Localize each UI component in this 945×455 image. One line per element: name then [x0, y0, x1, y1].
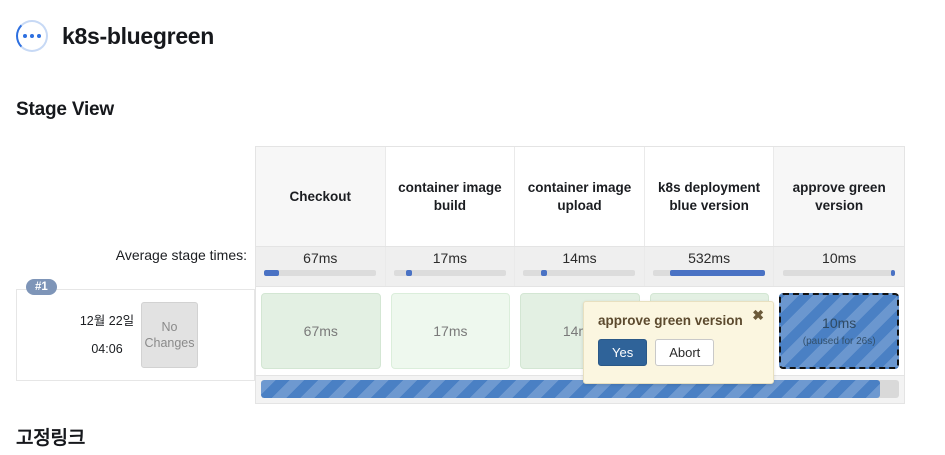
build-date: 12월 22일 — [79, 313, 135, 328]
in-progress-dots-icon — [16, 20, 48, 52]
stage-average-2: 14ms — [515, 247, 645, 286]
stage-header-4: approve green version — [774, 147, 904, 246]
stage-view-heading: Stage View — [16, 99, 114, 120]
average-stage-times-row: Average stage times: — [0, 247, 247, 271]
permalink-heading: 고정링크 — [16, 428, 86, 449]
build-info-panel[interactable]: #1 12월 22일 04:06 No Changes — [16, 279, 255, 381]
stage-average-bar-0 — [264, 270, 377, 276]
build-time: 04:06 — [91, 341, 123, 356]
stage-cell-0[interactable]: 67ms — [256, 293, 386, 369]
stage-average-1: 17ms — [385, 247, 516, 286]
build-progress-bar — [261, 380, 899, 398]
stage-average-bar-2 — [523, 270, 636, 276]
page-title: k8s-bluegreen — [62, 22, 215, 49]
stage-average-0: 67ms — [256, 247, 386, 286]
close-x-icon[interactable]: ✖ — [752, 307, 764, 323]
stage-average-time-3: 532ms — [688, 250, 731, 266]
stage-header-2: container image upload — [515, 147, 645, 246]
approval-actions: Yes Abort — [598, 339, 759, 366]
stage-average-bar-4 — [783, 270, 896, 276]
stage-average-row: 67ms 17ms 14ms 532ms 10ms — [256, 246, 904, 286]
stage-average-time-4: 10ms — [822, 250, 857, 266]
stage-cell-1[interactable]: 17ms — [386, 293, 516, 369]
approval-popover-title: approve green version — [598, 313, 743, 328]
stage-cell-4[interactable]: 10ms (paused for 26s) — [774, 293, 904, 369]
stage-average-time-2: 14ms — [562, 250, 597, 266]
stage-duration-4: 10ms — [822, 315, 857, 331]
build-number-badge[interactable]: #1 — [26, 279, 57, 295]
stage-average-3: 532ms — [644, 247, 775, 286]
build-progress-wrap — [256, 375, 904, 403]
build-changes-box[interactable]: No Changes — [141, 302, 198, 368]
stage-status-box-4[interactable]: 10ms (paused for 26s) — [779, 293, 899, 369]
stage-header-1: container image build — [385, 147, 516, 246]
stage-duration-0: 67ms — [303, 323, 338, 339]
stage-average-time-1: 17ms — [432, 250, 467, 266]
stage-status-box-0[interactable]: 67ms — [261, 293, 381, 369]
average-stage-times-label: Average stage times: — [115, 247, 247, 263]
approve-abort-button[interactable]: Abort — [655, 339, 715, 366]
approval-popover: ✖ approve green version Yes Abort — [583, 301, 774, 384]
build-timestamp: 12월 22일 04:06 — [76, 312, 138, 359]
build-progress-fill — [261, 380, 880, 398]
stage-average-bar-1 — [393, 270, 506, 276]
stage-average-bar-3 — [653, 270, 766, 276]
stage-status-box-1[interactable]: 17ms — [390, 293, 511, 369]
stage-header-3: k8s deployment blue version — [644, 147, 775, 246]
job-header: k8s-bluegreen — [16, 20, 214, 52]
stage-header-0: Checkout — [256, 147, 386, 246]
stage-average-time-0: 67ms — [303, 250, 338, 266]
stage-average-4: 10ms — [774, 247, 904, 286]
stage-paused-note-4: (paused for 26s) — [802, 336, 876, 347]
approve-yes-button[interactable]: Yes — [598, 339, 648, 366]
stage-duration-1: 17ms — [433, 323, 468, 339]
